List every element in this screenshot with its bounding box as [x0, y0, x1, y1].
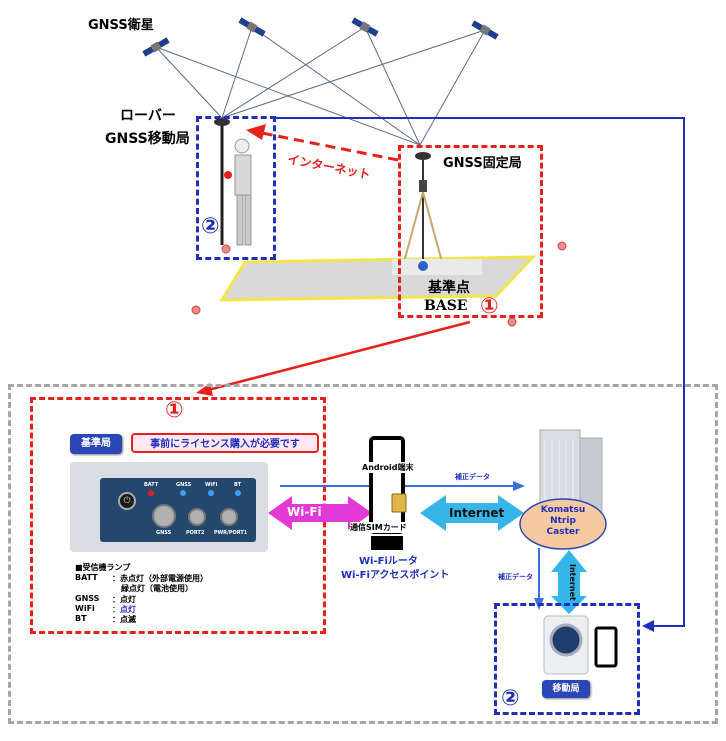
internet-vertical-arrow: [551, 550, 587, 614]
rover-title-line1: ローバー: [120, 108, 176, 124]
wifi-label: Wi-Fi: [287, 505, 322, 519]
base-marker: ①: [480, 294, 499, 319]
base-title: GNSS固定局: [443, 156, 522, 171]
satellite-signal-lines: [155, 26, 486, 146]
lamp-title: ■受信機ランプ: [75, 563, 131, 572]
mobile-phone-icon: [594, 626, 618, 668]
rover-title-line2: GNSS移動局: [105, 131, 190, 147]
gnss-led-icon: [180, 490, 186, 496]
router-line1: Wi-Fiルータ: [359, 556, 418, 567]
internet-link-arrow: [261, 131, 399, 162]
survey-points: [191, 241, 567, 327]
wifi-led-icon: [208, 490, 214, 496]
correction-side-label: 補正データ: [498, 573, 533, 581]
satellite-icon: [351, 17, 379, 37]
wifi-router-icon: [371, 536, 403, 550]
satellite-icon: [238, 17, 266, 37]
receiver-device: ⏻ BATT GNSS WiFi BT GNSS PORT2 PWR/PORT1: [70, 462, 268, 552]
license-note: 事前にライセンス購入が必要です: [131, 433, 319, 453]
lamp-name: BATT: [75, 573, 98, 582]
correction-top-label: 補正データ: [455, 473, 490, 481]
base-point-line1: 基準点: [428, 280, 470, 296]
wifi-arrow: [268, 496, 372, 530]
lamp-name: GNSS: [75, 594, 100, 603]
internet-arrow: [420, 495, 524, 531]
sim-card-icon: [391, 493, 407, 513]
lamp-desc: ：点灯: [112, 595, 136, 604]
rover-marker: ②: [201, 214, 220, 239]
batt-led-icon: [148, 490, 154, 496]
lamp-name: WiFi: [75, 604, 95, 613]
satellite-icon: [142, 37, 170, 57]
lamp-desc: ：点灯: [112, 605, 136, 614]
android-phone-icon: [369, 436, 405, 534]
sim-label: 通信SIMカード: [350, 522, 407, 533]
led-label-bt: BT: [234, 482, 242, 488]
rover-to-mobile-link: [272, 117, 685, 627]
led-label-batt: BATT: [144, 482, 159, 488]
base-point-line2: BASE: [424, 298, 468, 314]
android-label: Android端末: [362, 462, 414, 473]
base-box: [398, 145, 543, 318]
receiver-marker: ①: [165, 398, 184, 423]
gnss-port-icon: [152, 504, 176, 528]
station-tag: 基準局: [70, 434, 122, 454]
led-label-wifi: WiFi: [205, 482, 218, 488]
mobile-station-box: [494, 603, 640, 715]
lamp-desc: 緑点灯（電池使用）: [121, 584, 193, 593]
caster-ellipse: [519, 498, 607, 550]
lamp-desc: ：点滅: [112, 615, 136, 624]
port-label-port1: PWR/PORT1: [214, 530, 248, 536]
internet-arrow-label: Internet: [449, 506, 505, 520]
system-overview-box: [8, 384, 718, 724]
lamp-name: BT: [75, 614, 87, 623]
port2-icon: [188, 508, 206, 526]
led-label-gnss: GNSS: [176, 482, 192, 488]
satellite-icon: [471, 20, 499, 40]
port1-icon: [220, 508, 238, 526]
caster-line1: Komatsu: [540, 505, 586, 515]
power-icon: ⏻: [118, 492, 136, 510]
mobile-station-label: 移動局: [542, 680, 590, 698]
lamp-desc: ：赤点灯（外部電源使用）: [112, 574, 208, 583]
port-label-port2: PORT2: [186, 530, 205, 536]
router-line2: Wi-Fiアクセスポイント: [341, 570, 450, 581]
mobile-station-marker: ②: [501, 686, 520, 711]
rover-surveyor-icon: [214, 118, 252, 246]
satellites-label: GNSS衛星: [88, 18, 154, 33]
caster-line2: Ntrip: [550, 516, 576, 526]
caster-label: Komatsu Ntrip Caster: [520, 505, 606, 538]
base-tripod-icon: [392, 152, 482, 275]
rover-box: [196, 116, 276, 260]
caster-line3: Caster: [546, 527, 580, 537]
port-label-gnss: GNSS: [156, 530, 172, 536]
bt-led-icon: [235, 490, 241, 496]
internet-vertical-label: Internet: [568, 564, 577, 601]
base-to-receiver-arrow: [207, 320, 471, 392]
